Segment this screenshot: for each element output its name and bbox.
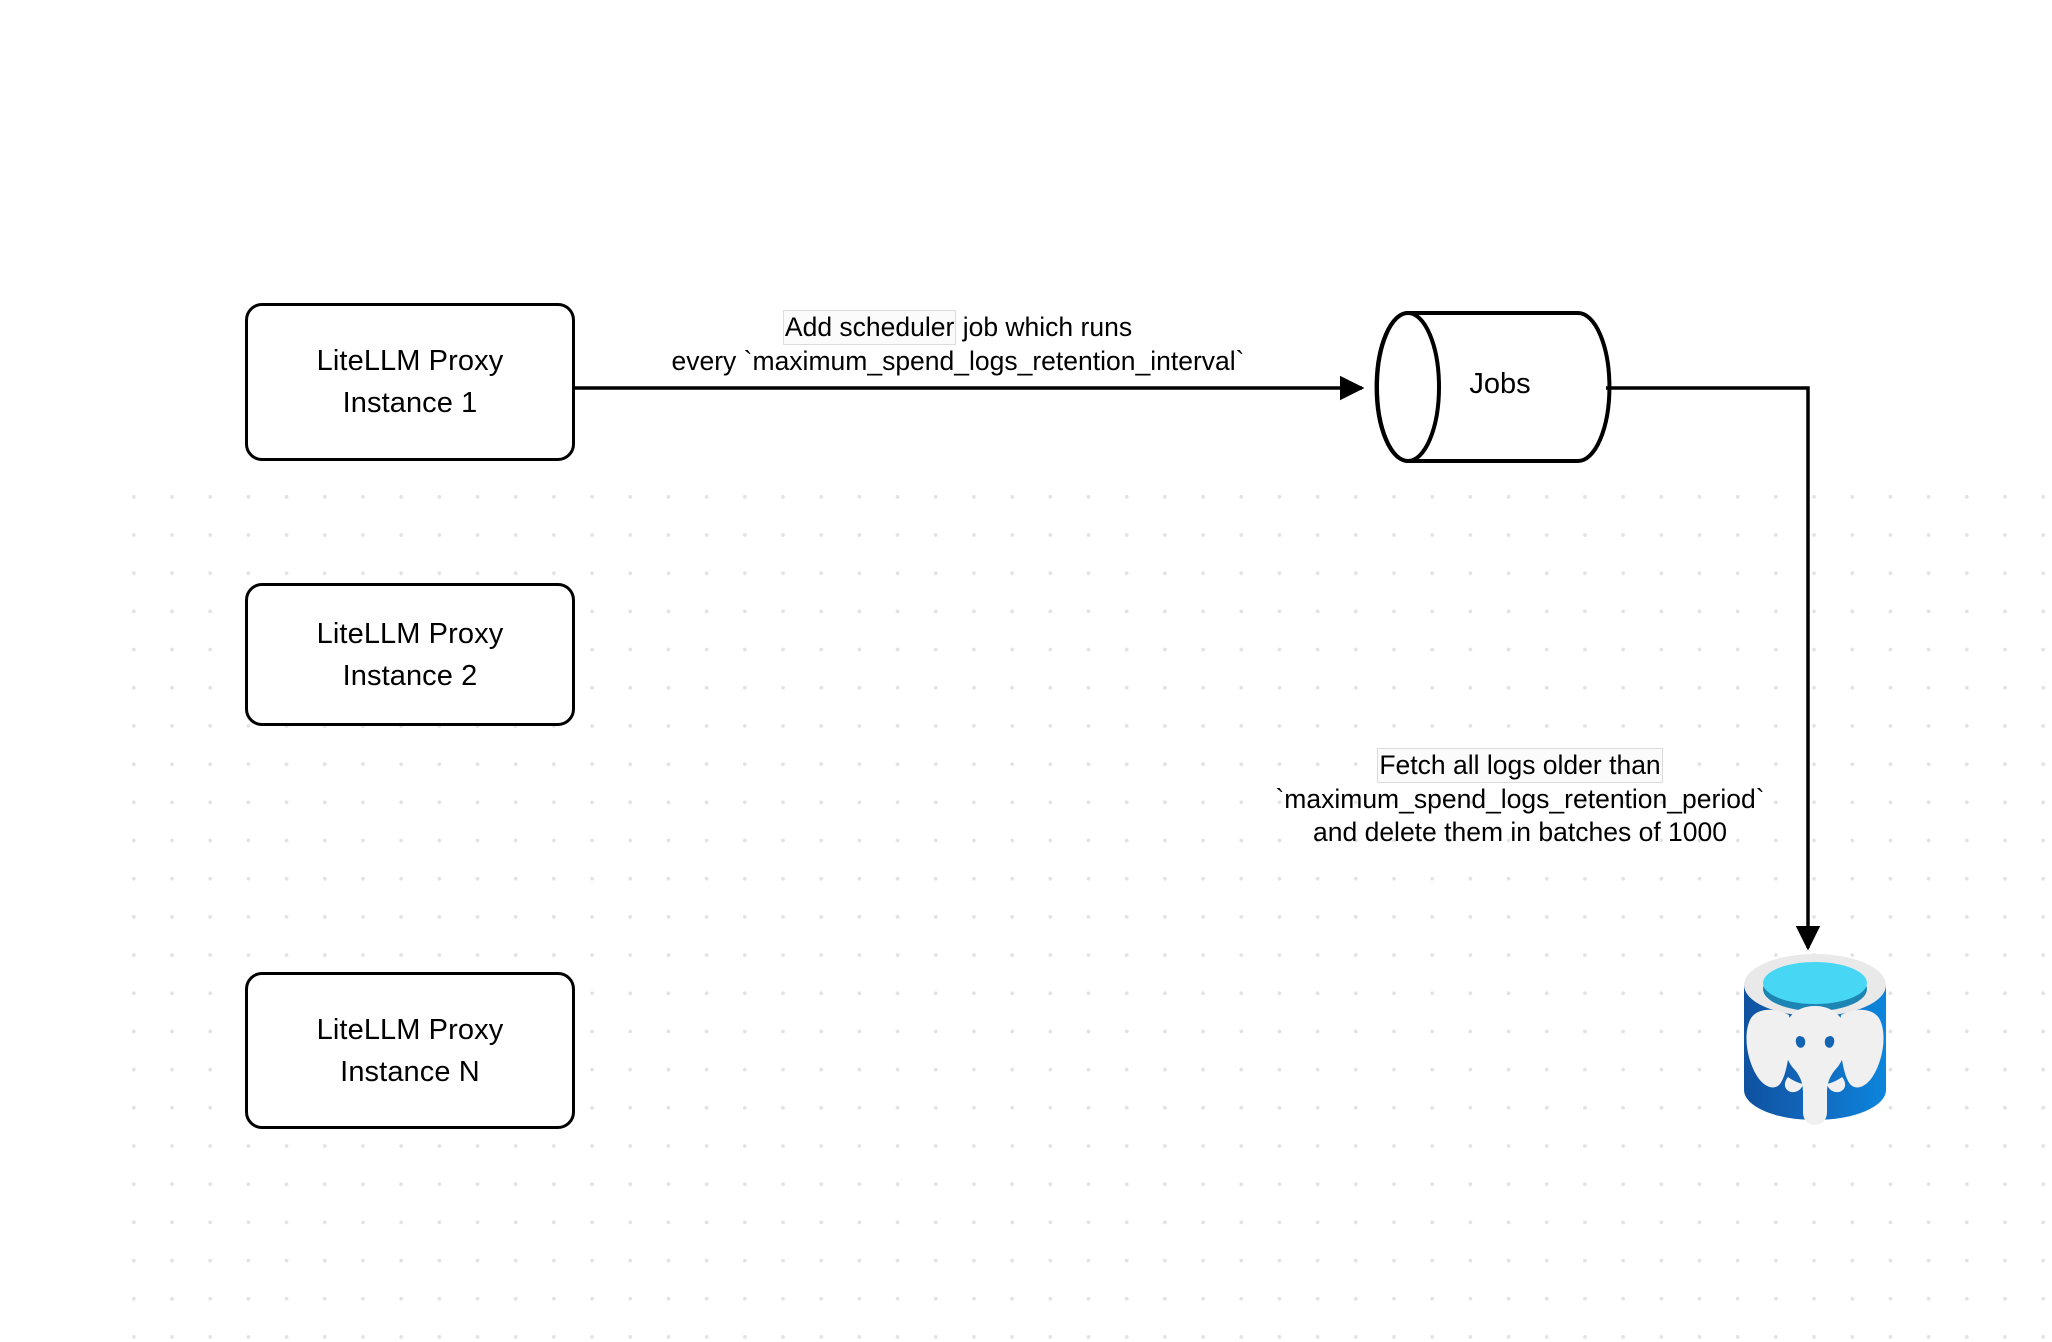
selected-text-highlight: Fetch all logs older than	[1377, 748, 1663, 783]
edge-label-line-2: `maximum_spend_logs_retention_period`	[1275, 784, 1765, 814]
node-litellm-proxy-instance-n[interactable]: LiteLLM Proxy Instance N	[245, 972, 575, 1129]
node-litellm-proxy-instance-2[interactable]: LiteLLM Proxy Instance 2	[245, 583, 575, 726]
node-litellm-proxy-instance-1[interactable]: LiteLLM Proxy Instance 1	[245, 303, 575, 461]
node-label-line: LiteLLM Proxy	[316, 345, 504, 377]
edge-label-line-1: Add scheduler job which runs	[598, 310, 1318, 345]
edge-label-line-1-rest: job which runs	[955, 312, 1133, 342]
node-label-line: Instance 2	[342, 659, 478, 692]
edge-label-line-1: Fetch all logs older than	[1225, 748, 1815, 783]
node-label-line: LiteLLM Proxy	[316, 617, 504, 650]
node-label-line: Instance N	[340, 1055, 480, 1088]
node-jobs-label: Jobs	[1469, 368, 1531, 400]
elephant-eyes	[1795, 1036, 1835, 1048]
postgres-database-icon	[1744, 954, 1886, 1125]
jobs-cylinder	[1374, 311, 1612, 463]
edge-fetch-delete-line	[1606, 386, 1821, 951]
edge-label-fetch-delete: Fetch all logs older than `maximum_spend…	[1225, 748, 1815, 849]
node-label-line: LiteLLM Proxy	[316, 1013, 504, 1046]
selected-text-highlight: Add scheduler	[782, 310, 957, 345]
edge-label-line-3: and delete them in batches of 1000	[1313, 817, 1727, 847]
node-label-line: Instance 1	[342, 387, 478, 419]
edge-label-scheduler: Add scheduler job which runs every `maxi…	[598, 310, 1318, 378]
edge-label-line-2: every `maximum_spend_logs_retention_inte…	[671, 346, 1245, 376]
elephant-glyph	[1746, 1006, 1884, 1125]
